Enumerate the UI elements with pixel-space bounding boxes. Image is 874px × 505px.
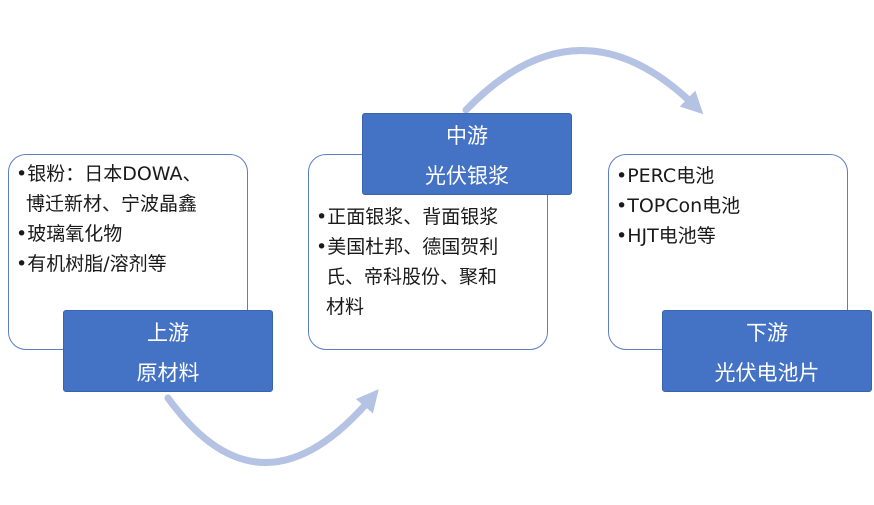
- upstream-label: 上游 原材料: [63, 310, 273, 392]
- list-item: •玻璃氧化物: [16, 223, 123, 245]
- downstream-item-list: •PERC电池 •TOPCon电池 •HJT电池等: [616, 161, 740, 251]
- list-item: •TOPCon电池: [616, 195, 741, 217]
- arrow-upstream-to-midstream: [164, 389, 379, 466]
- list-item: •美国杜邦、德国贺利: [316, 236, 499, 258]
- midstream-label: 中游 光伏银浆: [362, 113, 572, 195]
- downstream-label-name: 光伏电池片: [714, 361, 820, 385]
- midstream-label-stage: 中游: [446, 124, 488, 148]
- upstream-label-name: 原材料: [136, 361, 200, 385]
- list-item: •银粉：日本DOWA、: [16, 163, 202, 185]
- upstream-label-stage: 上游: [147, 321, 189, 345]
- upstream-item-list: •银粉：日本DOWA、 博迁新材、宁波晶鑫 •玻璃氧化物 •有机树脂/溶剂等: [16, 159, 202, 279]
- downstream-label-stage: 下游: [746, 321, 788, 345]
- list-item: •正面银浆、背面银浆: [316, 206, 499, 228]
- midstream-item-list: •正面银浆、背面银浆 •美国杜邦、德国贺利 氏、帝科股份、聚和 材料: [316, 202, 498, 322]
- list-item: 氏、帝科股份、聚和: [326, 266, 498, 288]
- list-item: 材料: [326, 296, 365, 318]
- arrow-midstream-to-downstream: [462, 47, 704, 115]
- downstream-label: 下游 光伏电池片: [662, 310, 872, 392]
- list-item: •有机树脂/溶剂等: [16, 253, 167, 275]
- list-item: 博迁新材、宁波晶鑫: [26, 193, 198, 215]
- list-item: •HJT电池等: [616, 225, 716, 247]
- list-item: •PERC电池: [616, 165, 715, 187]
- midstream-label-name: 光伏银浆: [425, 164, 509, 188]
